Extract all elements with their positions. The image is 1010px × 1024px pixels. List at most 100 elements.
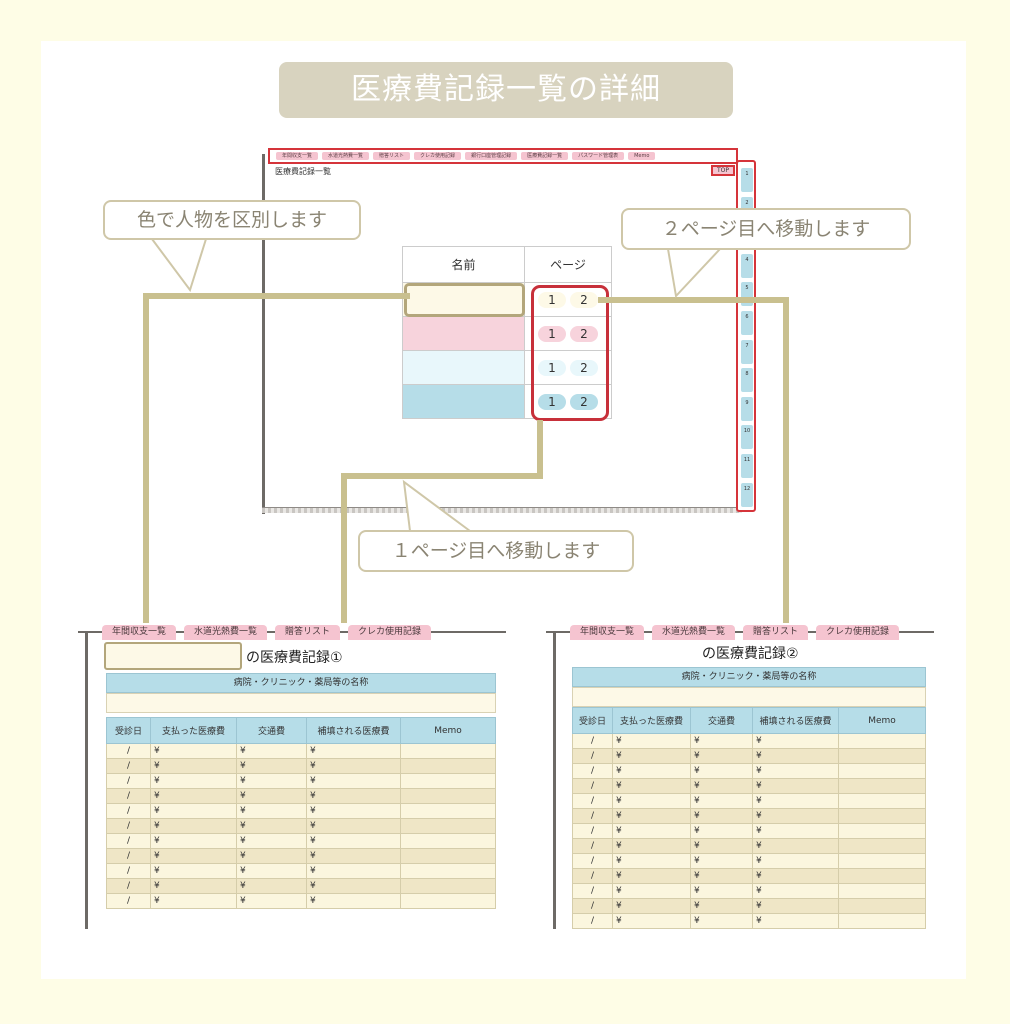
side-tab[interactable]: 12 bbox=[741, 482, 753, 507]
page1-tab[interactable]: 年間収支一覧 bbox=[102, 625, 177, 640]
page1-reimbursed-cell[interactable]: ¥ bbox=[306, 758, 401, 774]
page2-transport-cell[interactable]: ¥ bbox=[690, 883, 753, 899]
page2-date-cell[interactable]: / bbox=[572, 823, 613, 839]
side-tab[interactable]: 11 bbox=[741, 454, 753, 478]
page1-date-cell[interactable]: / bbox=[106, 803, 151, 819]
page2-paid-cell[interactable]: ¥ bbox=[612, 913, 691, 929]
page1-reimbursed-cell[interactable]: ¥ bbox=[306, 818, 401, 834]
nav-tab[interactable]: クレカ使用記録 bbox=[414, 152, 462, 160]
page1-reimbursed-cell[interactable]: ¥ bbox=[306, 788, 401, 804]
page2-memo-cell[interactable] bbox=[838, 778, 926, 794]
page2-paid-cell[interactable]: ¥ bbox=[612, 748, 691, 764]
name-color-cell[interactable] bbox=[402, 350, 525, 385]
page2-transport-cell[interactable]: ¥ bbox=[690, 853, 753, 869]
page2-date-cell[interactable]: / bbox=[572, 898, 613, 914]
page2-date-cell[interactable]: / bbox=[572, 808, 613, 824]
page-link-2[interactable]: 2 bbox=[570, 291, 598, 308]
page1-date-cell[interactable]: / bbox=[106, 863, 151, 879]
page2-date-cell[interactable]: / bbox=[572, 733, 613, 749]
name-color-cell[interactable] bbox=[402, 316, 525, 351]
page2-transport-cell[interactable]: ¥ bbox=[690, 823, 753, 839]
page1-paid-cell[interactable]: ¥ bbox=[150, 788, 237, 804]
page2-date-cell[interactable]: / bbox=[572, 913, 613, 929]
page1-hospital-input[interactable] bbox=[106, 693, 496, 713]
page1-transport-cell[interactable]: ¥ bbox=[236, 743, 307, 759]
page2-tab[interactable]: 水道光熱費一覧 bbox=[652, 625, 736, 640]
page1-memo-cell[interactable] bbox=[400, 788, 496, 804]
page2-paid-cell[interactable]: ¥ bbox=[612, 838, 691, 854]
page2-reimbursed-cell[interactable]: ¥ bbox=[752, 838, 839, 854]
page2-paid-cell[interactable]: ¥ bbox=[612, 823, 691, 839]
page2-reimbursed-cell[interactable]: ¥ bbox=[752, 733, 839, 749]
nav-tab[interactable]: 銀行口座管理記録 bbox=[465, 152, 518, 160]
page2-date-cell[interactable]: / bbox=[572, 763, 613, 779]
nav-tab[interactable]: Memo bbox=[628, 152, 656, 160]
name-color-cell[interactable] bbox=[402, 384, 525, 419]
page2-date-cell[interactable]: / bbox=[572, 778, 613, 794]
page2-memo-cell[interactable] bbox=[838, 898, 926, 914]
page1-transport-cell[interactable]: ¥ bbox=[236, 803, 307, 819]
side-tab[interactable]: 1 bbox=[741, 168, 753, 192]
page2-reimbursed-cell[interactable]: ¥ bbox=[752, 853, 839, 869]
page1-memo-cell[interactable] bbox=[400, 803, 496, 819]
page1-transport-cell[interactable]: ¥ bbox=[236, 848, 307, 864]
side-tab[interactable]: 5 bbox=[741, 282, 753, 307]
page2-tab[interactable]: クレカ使用記録 bbox=[816, 625, 900, 640]
page2-memo-cell[interactable] bbox=[838, 838, 926, 854]
page2-paid-cell[interactable]: ¥ bbox=[612, 778, 691, 794]
page2-date-cell[interactable]: / bbox=[572, 868, 613, 884]
name-color-cell[interactable] bbox=[402, 282, 525, 317]
page2-reimbursed-cell[interactable]: ¥ bbox=[752, 748, 839, 764]
page2-transport-cell[interactable]: ¥ bbox=[690, 793, 753, 809]
page1-date-cell[interactable]: / bbox=[106, 743, 151, 759]
page2-memo-cell[interactable] bbox=[838, 913, 926, 929]
page2-date-cell[interactable]: / bbox=[572, 853, 613, 869]
side-tab[interactable]: 8 bbox=[741, 368, 753, 393]
page2-paid-cell[interactable]: ¥ bbox=[612, 763, 691, 779]
page1-transport-cell[interactable]: ¥ bbox=[236, 788, 307, 804]
page2-transport-cell[interactable]: ¥ bbox=[690, 898, 753, 914]
page2-memo-cell[interactable] bbox=[838, 853, 926, 869]
page1-date-cell[interactable]: / bbox=[106, 818, 151, 834]
page2-reimbursed-cell[interactable]: ¥ bbox=[752, 808, 839, 824]
page1-date-cell[interactable]: / bbox=[106, 878, 151, 894]
page2-date-cell[interactable]: / bbox=[572, 748, 613, 764]
side-tab[interactable]: 4 bbox=[741, 253, 753, 278]
page2-reimbursed-cell[interactable]: ¥ bbox=[752, 778, 839, 794]
nav-tab[interactable]: 医療費記録一覧 bbox=[521, 152, 569, 160]
top-button[interactable]: TOP bbox=[711, 165, 735, 176]
page2-memo-cell[interactable] bbox=[838, 748, 926, 764]
page1-date-cell[interactable]: / bbox=[106, 758, 151, 774]
page2-date-cell[interactable]: / bbox=[572, 838, 613, 854]
nav-tab[interactable]: パスワード管理表 bbox=[572, 152, 625, 160]
page-link-1[interactable]: 1 bbox=[538, 325, 566, 342]
page2-memo-cell[interactable] bbox=[838, 733, 926, 749]
page2-tab[interactable]: 贈答リスト bbox=[743, 625, 809, 640]
page1-transport-cell[interactable]: ¥ bbox=[236, 818, 307, 834]
page1-reimbursed-cell[interactable]: ¥ bbox=[306, 743, 401, 759]
page1-tab[interactable]: クレカ使用記録 bbox=[348, 625, 432, 640]
page1-memo-cell[interactable] bbox=[400, 833, 496, 849]
page1-tab[interactable]: 水道光熱費一覧 bbox=[184, 625, 268, 640]
page2-reimbursed-cell[interactable]: ¥ bbox=[752, 793, 839, 809]
page2-transport-cell[interactable]: ¥ bbox=[690, 733, 753, 749]
page2-transport-cell[interactable]: ¥ bbox=[690, 838, 753, 854]
page1-transport-cell[interactable]: ¥ bbox=[236, 758, 307, 774]
page1-reimbursed-cell[interactable]: ¥ bbox=[306, 803, 401, 819]
page-link-1[interactable]: 1 bbox=[538, 291, 566, 308]
page2-memo-cell[interactable] bbox=[838, 823, 926, 839]
page1-memo-cell[interactable] bbox=[400, 758, 496, 774]
page-link-2[interactable]: 2 bbox=[570, 325, 598, 342]
page1-memo-cell[interactable] bbox=[400, 773, 496, 789]
page1-tab[interactable]: 贈答リスト bbox=[275, 625, 341, 640]
page2-memo-cell[interactable] bbox=[838, 808, 926, 824]
page1-date-cell[interactable]: / bbox=[106, 893, 151, 909]
page-link-2[interactable]: 2 bbox=[570, 393, 598, 410]
page1-transport-cell[interactable]: ¥ bbox=[236, 863, 307, 879]
nav-tab[interactable]: 年間収支一覧 bbox=[276, 152, 319, 160]
page2-paid-cell[interactable]: ¥ bbox=[612, 868, 691, 884]
page2-memo-cell[interactable] bbox=[838, 793, 926, 809]
page1-date-cell[interactable]: / bbox=[106, 773, 151, 789]
page2-paid-cell[interactable]: ¥ bbox=[612, 883, 691, 899]
page1-date-cell[interactable]: / bbox=[106, 788, 151, 804]
